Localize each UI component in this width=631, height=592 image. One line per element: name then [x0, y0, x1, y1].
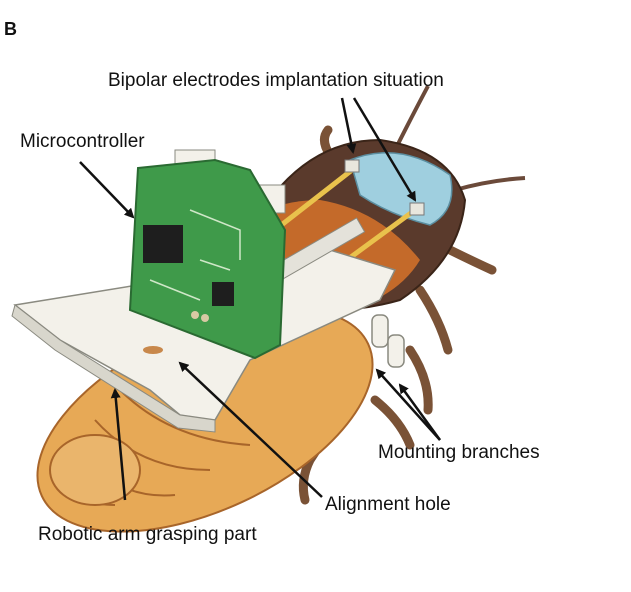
antenna-right	[454, 176, 526, 192]
electrodes-label: Bipolar electrodes implantation situatio…	[108, 70, 444, 91]
alignment-hole	[143, 346, 163, 354]
panel-letter: B	[4, 19, 17, 39]
annotation-arrows	[79, 97, 442, 501]
electrode-connector-left	[344, 159, 360, 173]
microcontroller-pcb	[128, 158, 287, 360]
microcontroller-label: Microcontroller	[20, 131, 145, 152]
electrode-connector-right	[409, 202, 425, 216]
antenna-left	[393, 85, 430, 151]
mounting-branches-label: Mounting branches	[378, 442, 540, 463]
electrode-implant-area	[349, 151, 453, 226]
alignment-hole-label: Alignment hole	[325, 494, 451, 515]
grasping-part-label: Robotic arm grasping part	[38, 524, 257, 545]
mounting-branches	[371, 314, 405, 368]
electrode-wires	[272, 167, 418, 268]
